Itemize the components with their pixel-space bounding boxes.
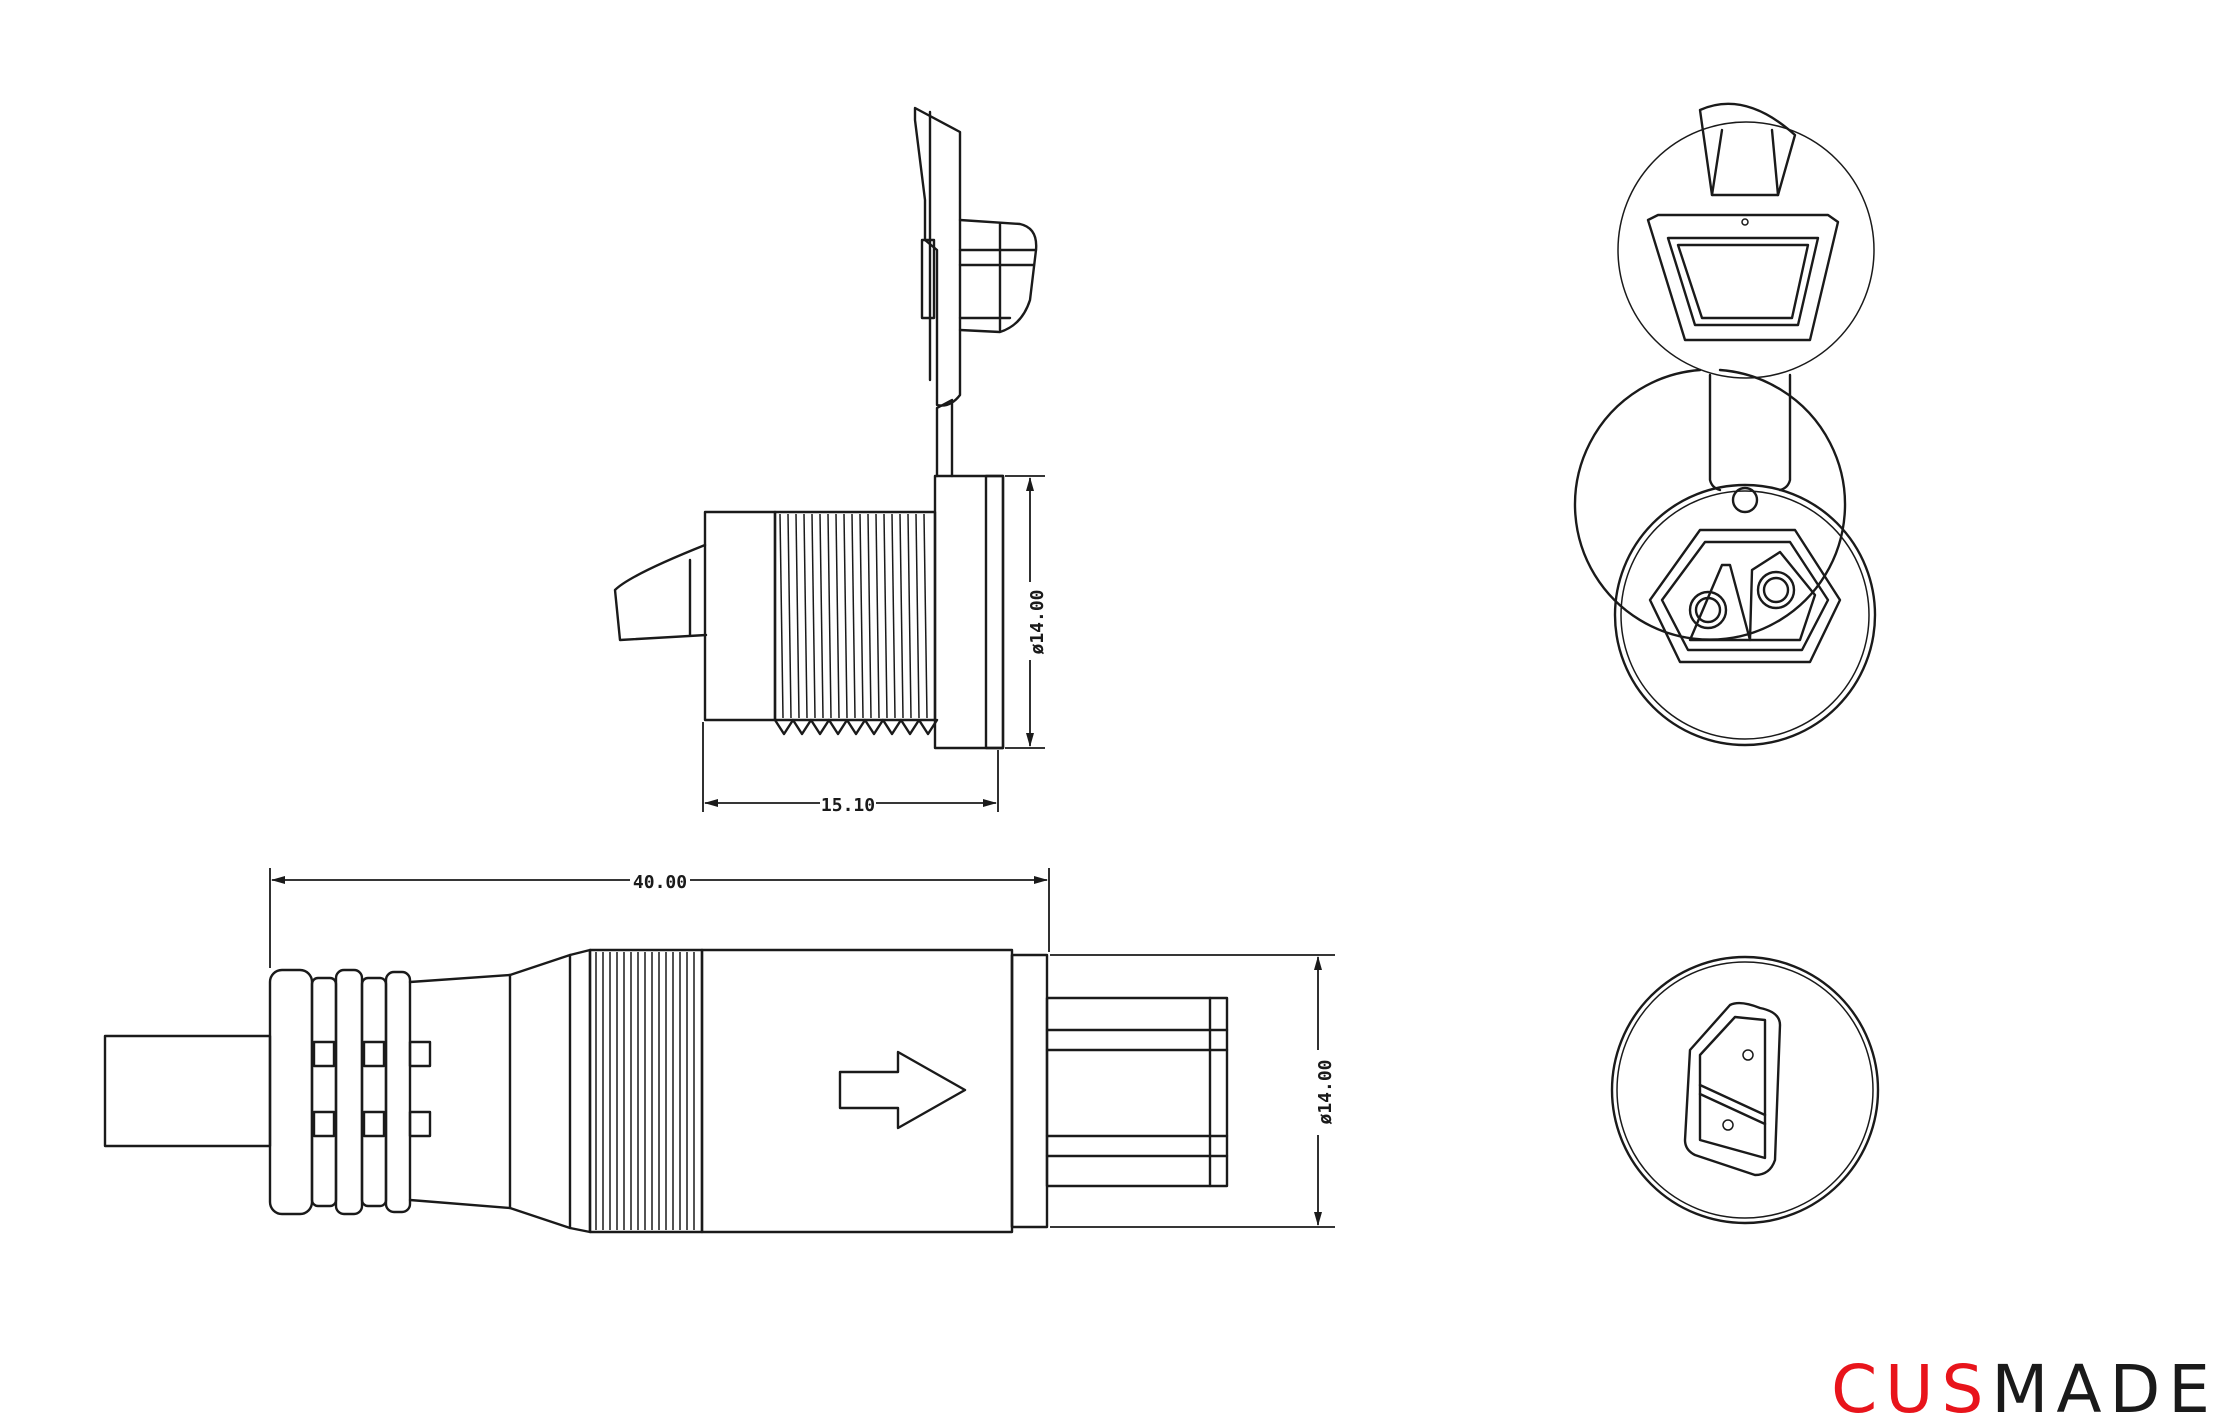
side-diameter-label: ø14.00 <box>1027 589 1048 654</box>
plug-thread-lines <box>595 952 695 1230</box>
socket-side-view <box>613 106 1038 750</box>
side-length-label: 15.10 <box>821 795 875 816</box>
insert-direction-arrow-icon <box>838 1050 967 1130</box>
dimension-side-diameter: ø14.00 <box>1005 475 1048 749</box>
socket-front-view <box>1573 102 1877 747</box>
cusmade-logo: CUSMADE <box>1831 1351 2218 1417</box>
plug-front-view <box>1610 955 1880 1225</box>
plug-length-label: 40.00 <box>633 872 687 893</box>
socket-thread-lines <box>779 513 928 719</box>
cusmade-logo-red: CUS <box>1831 1351 1991 1417</box>
dimension-plug-diameter: ø14.00 <box>1050 954 1336 1228</box>
dimension-side-length: 15.10 <box>702 722 999 816</box>
plug-side-view <box>103 948 1229 1234</box>
dimension-plug-length: 40.00 <box>269 868 1050 968</box>
cusmade-logo-dark: MADE <box>1991 1351 2218 1417</box>
plug-diameter-label: ø14.00 <box>1315 1059 1336 1124</box>
